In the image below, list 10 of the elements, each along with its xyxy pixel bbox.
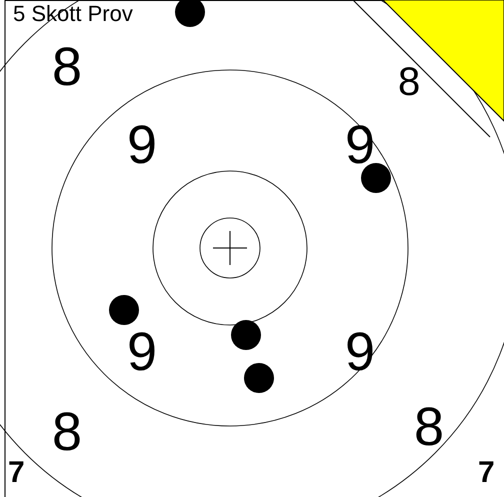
score-number: 9 xyxy=(345,118,376,172)
score-number: 8 xyxy=(398,62,420,102)
score-number: 8 xyxy=(52,40,82,94)
score-number: 7 xyxy=(8,458,25,488)
score-number: 8 xyxy=(52,405,82,459)
score-number: 9 xyxy=(127,118,158,172)
score-number: 8 xyxy=(414,400,444,454)
score-number: 9 xyxy=(345,325,376,379)
score-number: 9 xyxy=(127,325,158,379)
score-number: 7 xyxy=(478,458,495,488)
